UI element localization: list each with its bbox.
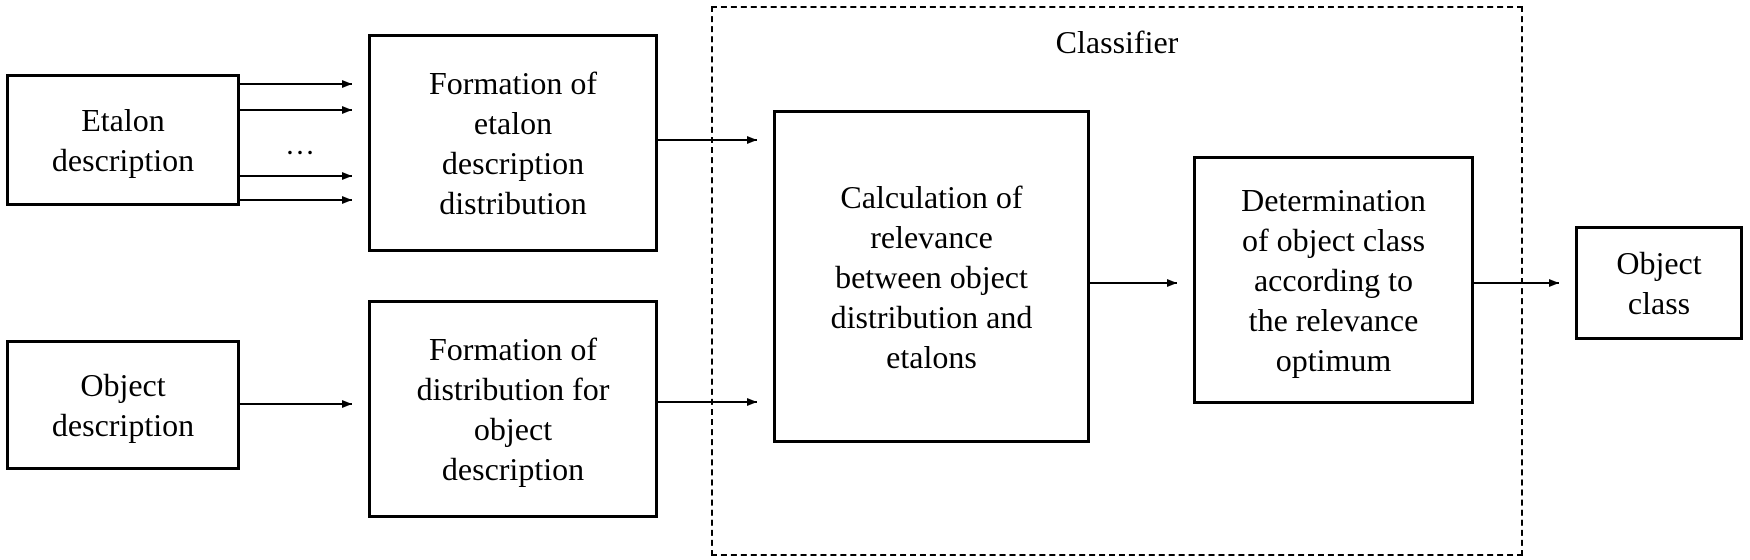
classifier-frame (711, 6, 1523, 556)
box-text-line: Etalon (81, 102, 165, 138)
box-text-line: etalons (886, 338, 977, 375)
box-text-line: Object (1616, 245, 1702, 281)
formation-etalon-distribution-box: Formation of etalon description distributio… (368, 34, 658, 252)
box-text-line: description (51, 142, 195, 178)
box-text-line: object (473, 411, 553, 447)
box-text-line: Object (80, 367, 166, 403)
object-class-box: Object class (1575, 226, 1743, 340)
etalon-description-box: Etalon description (6, 74, 240, 206)
box-text-line: class (1627, 285, 1691, 321)
ellipsis-more-inputs: … (285, 128, 315, 161)
box-text-line: relevance (870, 218, 993, 255)
box-text-line: optimum (1275, 342, 1392, 378)
box-text-line: distribution and (830, 298, 1033, 335)
box-text-line: Determination (1241, 182, 1426, 218)
classifier-label: Classifier (1055, 24, 1179, 60)
box-text-line: distribution for (416, 371, 610, 407)
object-description-box: Object description (6, 340, 240, 470)
box-text-line: the relevance (1248, 302, 1419, 338)
formation-object-distribution-box: Formation of distribution for object descri… (368, 300, 658, 518)
box-text-line: Formation of (429, 65, 597, 101)
box-text-line: etalon (473, 105, 553, 141)
box-text-line: Calculation of (840, 178, 1023, 215)
object-class-determination-box: Determination of object class according to… (1193, 156, 1474, 404)
box-text-line: distribution (439, 185, 587, 221)
box-text-line: description (441, 451, 585, 487)
box-text-line: of object class (1241, 222, 1426, 258)
box-text-line: description (51, 407, 195, 443)
box-text-line: description (441, 145, 585, 181)
box-text-line: Formation of (429, 331, 597, 367)
box-text-line: between object (835, 258, 1028, 295)
box-text-line: according to (1253, 262, 1414, 298)
